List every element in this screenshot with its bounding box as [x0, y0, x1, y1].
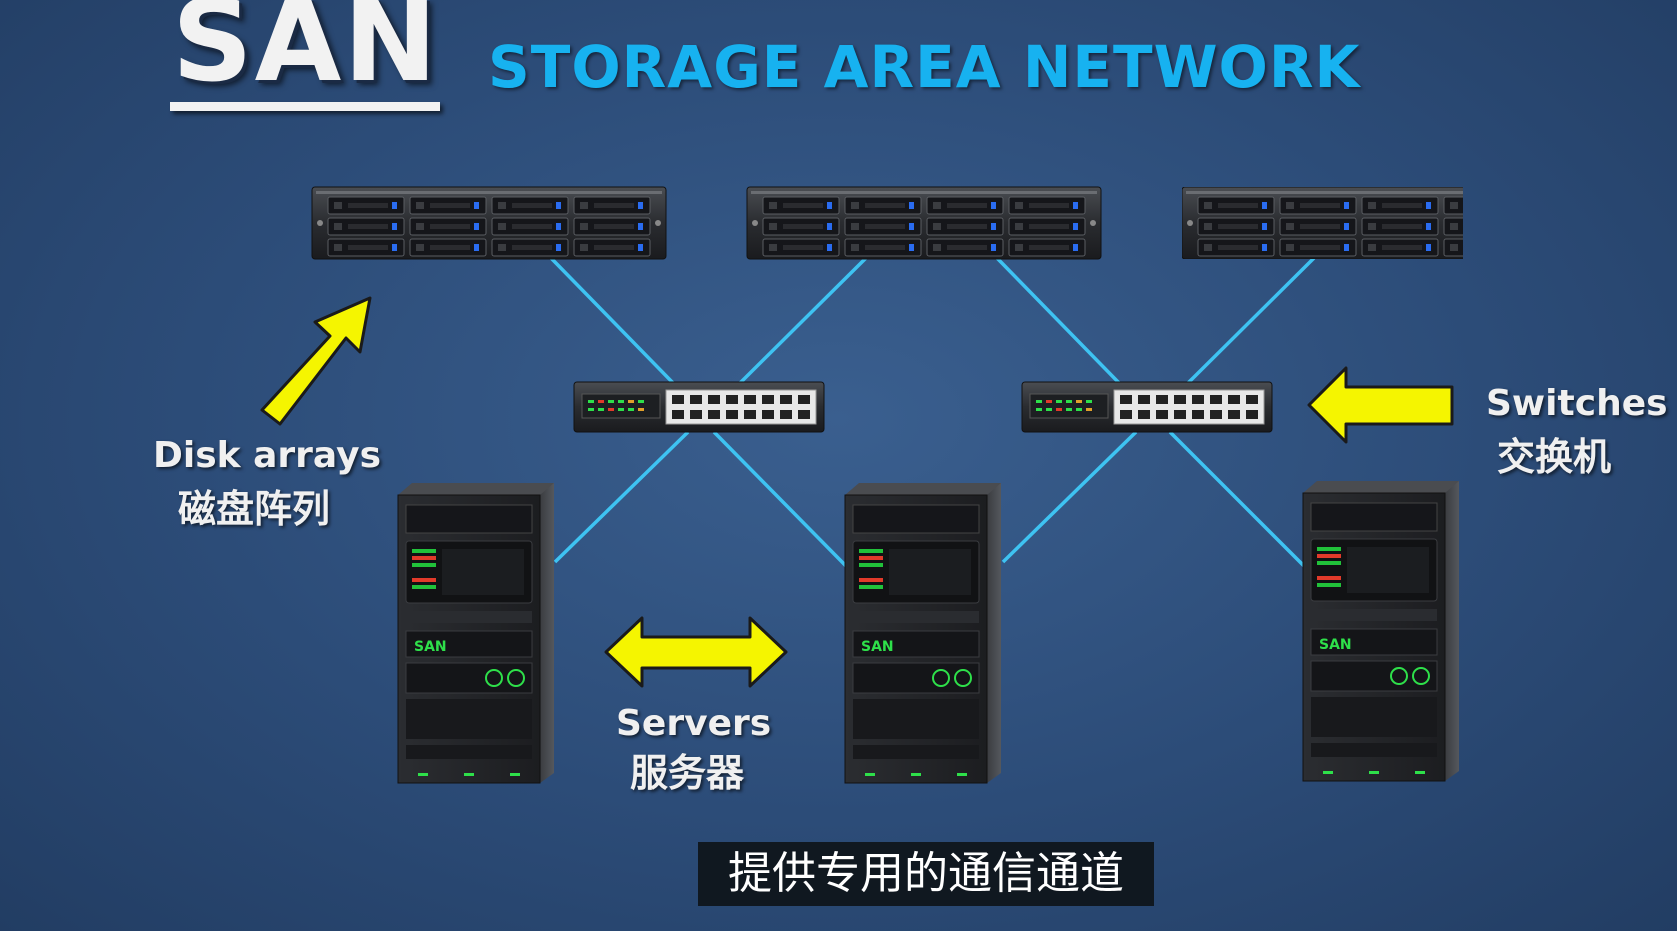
link-line — [712, 430, 848, 568]
switches-label-en: Switches — [1486, 383, 1668, 424]
link-line — [735, 256, 868, 388]
link-line — [1183, 256, 1316, 388]
arrow-to-switches — [1307, 366, 1454, 444]
arrow-to-disk-arrays — [260, 296, 372, 426]
caption-text: 提供专用的通信通道 — [728, 848, 1124, 899]
server-rack-icon — [844, 482, 1002, 784]
caption-box: 提供专用的通信通道 — [698, 842, 1154, 906]
link-line — [995, 256, 1124, 388]
yellow-arrow-icon — [1307, 366, 1454, 444]
disk-array-icon — [746, 186, 1102, 260]
disk-array-icon — [311, 186, 667, 260]
title-abbreviation: SAN — [172, 0, 440, 107]
servers-label-cn: 服务器 — [630, 751, 745, 795]
switches-label-cn: 交换机 — [1497, 435, 1612, 479]
title-full-name: STORAGE AREA NETWORK — [488, 33, 1361, 101]
yellow-arrow-icon — [260, 296, 372, 426]
network-switch-icon — [573, 381, 825, 433]
server-rack-icon — [397, 482, 555, 784]
disk-array-icon — [1182, 187, 1463, 259]
server-rack-icon — [1302, 480, 1460, 782]
link-line — [1168, 430, 1306, 568]
link-line — [1001, 430, 1138, 564]
link-lines — [549, 256, 1316, 568]
disk-arrays-label-en: Disk arrays — [153, 435, 382, 476]
title-underline — [170, 102, 440, 111]
servers-label-en: Servers — [616, 703, 772, 744]
link-line — [549, 256, 678, 388]
double-arrow-icon — [604, 616, 788, 688]
link-line — [553, 430, 690, 564]
arrow-between-servers — [604, 616, 788, 688]
disk-arrays-label-cn: 磁盘阵列 — [178, 487, 331, 531]
network-switch-icon — [1021, 381, 1273, 433]
